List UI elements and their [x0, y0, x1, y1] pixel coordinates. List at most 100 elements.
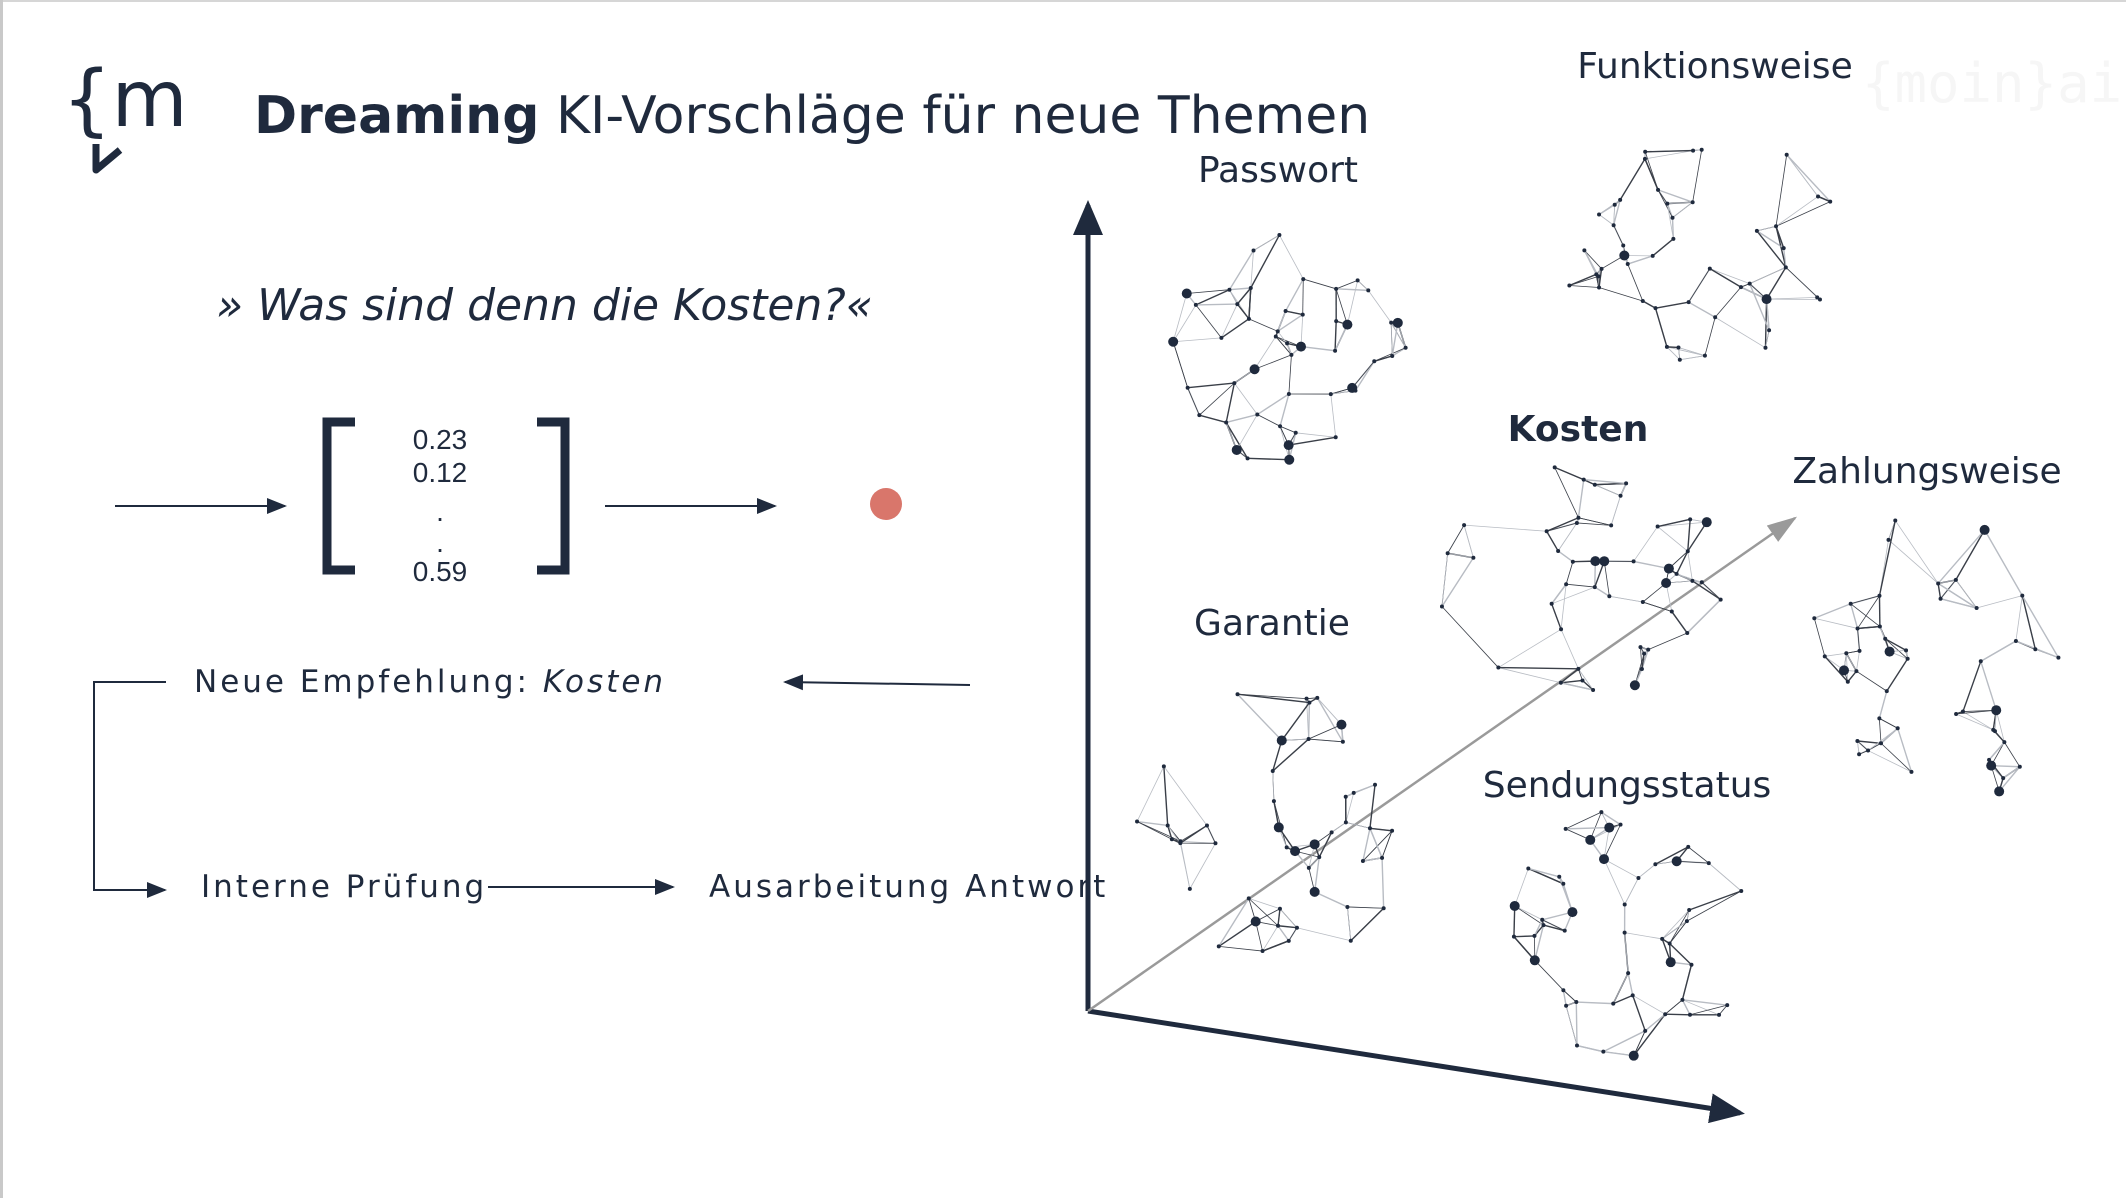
- network-edge: [1633, 1013, 1666, 1057]
- network-edge: [1514, 868, 1529, 907]
- network-node: [1687, 907, 1692, 912]
- network-node: [1650, 253, 1655, 258]
- network-edge: [1980, 640, 2017, 662]
- x-axis: [1087, 1008, 1745, 1124]
- network-edge: [1661, 920, 1688, 940]
- network-node: [1301, 277, 1306, 282]
- network-edge: [1756, 230, 1787, 268]
- network-node: [1581, 477, 1586, 482]
- network-node: [1591, 687, 1596, 692]
- network-edge: [1284, 278, 1304, 312]
- network-edge: [1681, 999, 1691, 1016]
- network-edge: [1850, 595, 1880, 605]
- network-edge: [1253, 234, 1280, 251]
- network-edge: [1173, 337, 1222, 343]
- network-edge: [1937, 582, 1977, 609]
- network-edge: [1857, 740, 1860, 755]
- network-node: [1561, 881, 1566, 886]
- network-edge: [1624, 932, 1663, 940]
- network-edge: [1846, 650, 1860, 654]
- network-node: [1609, 523, 1614, 528]
- network-edge: [1786, 154, 1819, 197]
- answer-drafting-label: Ausarbeitung Antwort: [709, 869, 1109, 905]
- network-edge: [1186, 289, 1230, 294]
- network-edge: [1308, 738, 1343, 743]
- network-edge: [1576, 1001, 1614, 1005]
- network-node: [1290, 846, 1301, 857]
- network-edge: [1247, 457, 1290, 461]
- network-edge: [1272, 771, 1275, 802]
- network-node: [1526, 866, 1531, 871]
- network-node: [1663, 1012, 1668, 1017]
- network-node: [1390, 828, 1395, 833]
- network-node: [1665, 201, 1670, 206]
- network-zahlungsweise: [1812, 518, 2061, 797]
- network-node: [1317, 855, 1322, 860]
- network-edge: [1642, 601, 1672, 612]
- network-node: [2033, 647, 2038, 652]
- network-edge: [1256, 393, 1290, 416]
- network-edge: [1345, 822, 1371, 829]
- network-node: [1439, 604, 1444, 609]
- network-edge: [1163, 766, 1169, 826]
- network-edge: [1676, 573, 1702, 583]
- network-edge: [1513, 905, 1516, 937]
- network-edge: [1682, 999, 1720, 1016]
- network-node: [1622, 930, 1627, 935]
- network-edge: [1250, 234, 1281, 289]
- network-edge: [1248, 898, 1281, 910]
- network-edge: [1318, 832, 1333, 858]
- network-node: [1390, 353, 1395, 358]
- network-node: [1293, 430, 1298, 435]
- network-node: [1992, 729, 1997, 734]
- network-node: [1277, 906, 1282, 911]
- network-node: [1231, 444, 1242, 455]
- network-edge: [1447, 552, 1474, 559]
- network-node: [1224, 420, 1229, 425]
- network-edge: [1640, 647, 1643, 670]
- network-node: [1248, 285, 1253, 290]
- network-edge: [1749, 283, 1770, 331]
- network-node: [1597, 285, 1602, 290]
- network-node: [1738, 285, 1743, 290]
- network-edge: [1221, 303, 1238, 339]
- network-edge: [1277, 908, 1281, 926]
- network-edge: [1582, 680, 1594, 691]
- network-edge: [1686, 890, 1742, 922]
- network-edge: [1288, 354, 1292, 395]
- network-edge: [1262, 925, 1279, 952]
- network-node: [1599, 556, 1610, 567]
- network-edge: [1619, 483, 1627, 497]
- network-node: [1646, 647, 1651, 652]
- network-node: [1604, 822, 1615, 833]
- network-node: [1246, 896, 1251, 901]
- example-question: » Was sind denn die Kosten?«: [216, 280, 873, 331]
- network-edge: [1687, 521, 1708, 552]
- network-edge: [1288, 436, 1336, 446]
- network-node: [1165, 823, 1170, 828]
- flow-elbow-line: [93, 681, 167, 898]
- network-edge: [2004, 741, 2021, 767]
- network-edge: [1955, 713, 1994, 731]
- network-edge: [1308, 856, 1320, 869]
- network-edge: [1962, 661, 1982, 712]
- network-edge: [1345, 792, 1355, 823]
- page-title: Dreaming KI-Vorschläge für neue Themen: [254, 84, 1370, 148]
- network-edge: [1390, 322, 1393, 356]
- network-node: [1893, 518, 1898, 523]
- network-edge: [1354, 360, 1375, 391]
- network-edge: [1598, 214, 1614, 226]
- network-node: [1563, 826, 1568, 831]
- network-edge: [1850, 603, 1881, 627]
- network-edge: [1813, 618, 1826, 657]
- network-edge: [1236, 303, 1250, 320]
- network-edge: [1277, 925, 1297, 929]
- network-node: [1643, 1028, 1648, 1033]
- arrow-back-to-recommendation: [783, 674, 971, 691]
- network-node: [1289, 352, 1294, 357]
- vector-value-1: 0.23: [412, 424, 468, 455]
- network-node: [1879, 741, 1884, 746]
- network-node: [1509, 900, 1520, 911]
- network-edge: [1576, 1044, 1604, 1053]
- network-edge: [1369, 827, 1383, 859]
